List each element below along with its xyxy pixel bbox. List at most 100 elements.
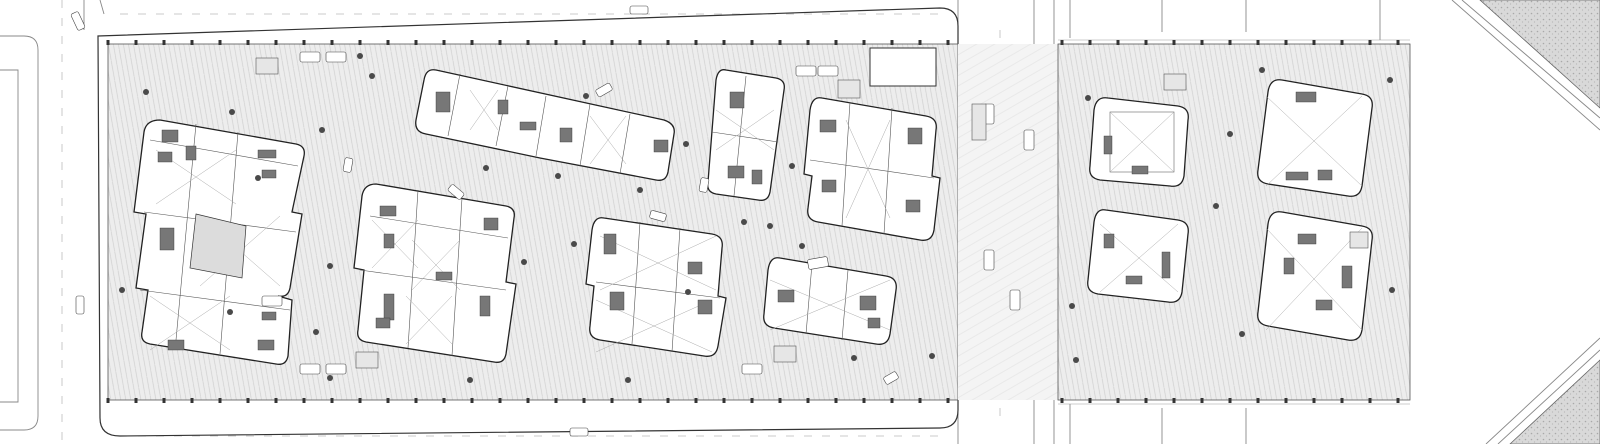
perimeter-column <box>1312 40 1316 45</box>
tree <box>1389 287 1395 293</box>
parked-car <box>325 51 347 63</box>
perimeter-column <box>246 398 250 403</box>
tree <box>625 377 631 383</box>
building-center-b <box>585 217 727 357</box>
interior-furniture <box>157 91 1353 351</box>
tree <box>583 93 589 99</box>
parked-car <box>70 11 86 31</box>
furniture-block <box>697 299 713 315</box>
perimeter-column <box>666 40 670 45</box>
tree <box>227 309 233 315</box>
perimeter-column <box>1200 398 1204 403</box>
perimeter-column <box>358 40 362 45</box>
tree <box>1387 77 1393 83</box>
perimeter-column <box>442 40 446 45</box>
parked-car <box>629 5 649 15</box>
furniture-block <box>821 179 837 193</box>
perimeter-column <box>890 40 894 45</box>
tree <box>255 175 261 181</box>
furniture-block <box>257 339 275 351</box>
perimeter-column <box>750 40 754 45</box>
perimeter-column <box>638 398 642 403</box>
tree <box>483 165 489 171</box>
perimeter-column <box>918 40 922 45</box>
tree <box>313 329 319 335</box>
furniture-block <box>1295 91 1317 103</box>
furniture-block <box>1285 171 1309 181</box>
furniture-block <box>261 169 277 179</box>
perimeter-column <box>890 398 894 403</box>
perimeter-column <box>694 398 698 403</box>
perimeter-column <box>722 40 726 45</box>
tree <box>1239 331 1245 337</box>
perimeter-column <box>582 40 586 45</box>
building-north-bar <box>415 69 675 181</box>
perimeter-column <box>386 40 390 45</box>
perimeter-column <box>946 398 950 403</box>
perimeter-column <box>498 398 502 403</box>
perimeter-column <box>1116 398 1120 403</box>
perimeter-column <box>918 398 922 403</box>
perimeter-column <box>610 40 614 45</box>
furniture-block <box>519 121 537 131</box>
furniture-block <box>167 339 185 351</box>
perimeter-column <box>694 40 698 45</box>
furniture-block <box>609 291 625 311</box>
perimeter-column <box>470 40 474 45</box>
tree <box>467 377 473 383</box>
perimeter-column <box>218 398 222 403</box>
tree <box>1213 203 1219 209</box>
furniture-block <box>379 205 397 217</box>
furniture-block <box>497 99 509 115</box>
perimeter-column <box>498 40 502 45</box>
tree <box>555 173 561 179</box>
perimeter-column <box>554 40 558 45</box>
building-center-a <box>353 183 517 363</box>
furniture-block <box>1341 265 1353 289</box>
perimeter-column <box>778 398 782 403</box>
perimeter-column <box>834 40 838 45</box>
perimeter-column <box>302 398 306 403</box>
perimeter-column <box>1116 40 1120 45</box>
perimeter-column <box>1228 40 1232 45</box>
perimeter-column <box>834 398 838 403</box>
perimeter-column <box>190 40 194 45</box>
parked-car <box>698 177 710 193</box>
tree <box>1073 357 1079 363</box>
parked-car <box>795 65 817 77</box>
furniture-block <box>777 289 795 303</box>
perimeter-column <box>246 40 250 45</box>
perimeter-column <box>946 40 950 45</box>
perimeter-column <box>190 398 194 403</box>
tree <box>799 243 805 249</box>
furniture-block <box>1125 275 1143 285</box>
perimeter-column <box>442 398 446 403</box>
furniture-block <box>653 139 669 153</box>
parked-car <box>817 65 839 77</box>
perimeter-column <box>1396 40 1400 45</box>
parked-car <box>75 295 85 315</box>
furniture-block <box>483 217 499 231</box>
tree <box>685 289 691 295</box>
furniture-block <box>907 127 923 145</box>
furniture-block <box>1315 299 1333 311</box>
building-east-se <box>1257 211 1373 341</box>
perimeter-column <box>666 398 670 403</box>
perimeter-column <box>610 398 614 403</box>
kiosks <box>255 47 1369 369</box>
perimeter-column <box>526 40 530 45</box>
tree <box>143 89 149 95</box>
perimeter-column <box>1368 40 1372 45</box>
perimeter-column <box>386 398 390 403</box>
furniture-block <box>1297 233 1317 245</box>
perimeter-column <box>134 398 138 403</box>
tree <box>327 263 333 269</box>
parked-car <box>741 363 763 375</box>
perimeter-column <box>862 398 866 403</box>
perimeter-column <box>1088 40 1092 45</box>
tree <box>851 355 857 361</box>
furniture-block <box>559 127 573 143</box>
furniture-block <box>687 261 703 275</box>
